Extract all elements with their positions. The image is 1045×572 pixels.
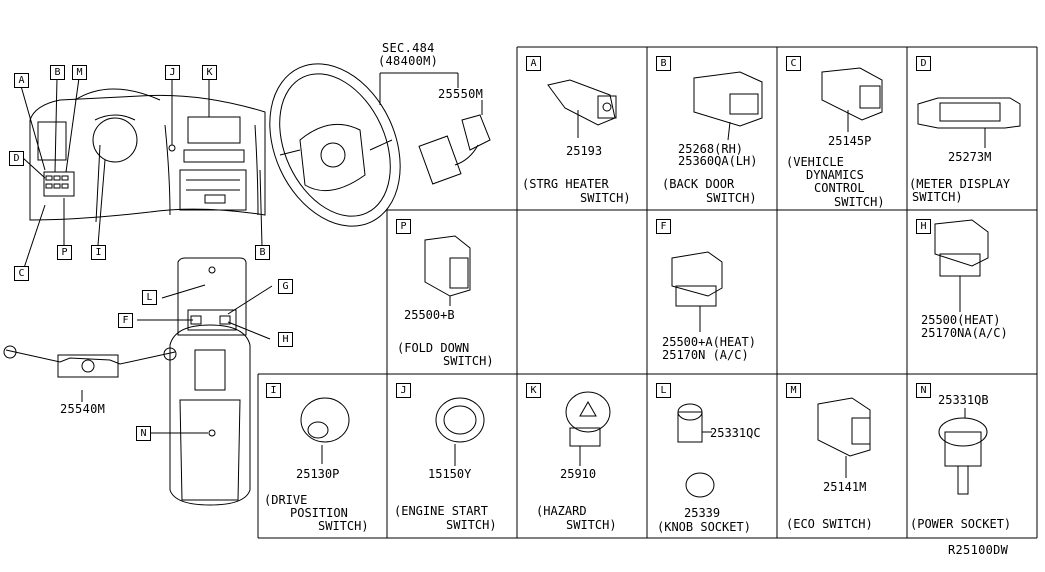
- cell-k-desc-1: (HAZARD: [536, 504, 587, 518]
- cell-j-part-number: 15150Y: [428, 467, 472, 481]
- cell-j-desc-1: (ENGINE START: [394, 504, 488, 518]
- cell-a-letter: A: [526, 56, 541, 71]
- cell-d-desc-2: SWITCH): [912, 190, 963, 204]
- cell-k-part-drawing: [565, 391, 611, 466]
- part-label-combination-switch: 25540M: [60, 402, 106, 416]
- callout-j: J: [165, 65, 180, 80]
- cell-d-part-number: 25273M: [948, 150, 992, 164]
- cell-c-desc-4: SWITCH): [834, 195, 885, 209]
- cell-p-desc-1: (FOLD DOWN: [397, 341, 470, 355]
- cell-c-desc-1: (VEHICLE: [786, 155, 844, 169]
- cell-l-desc-1: (KNOB SOCKET): [657, 520, 751, 534]
- cell-m-part-number: 25141M: [823, 480, 867, 494]
- cell-m-part-drawing: [817, 397, 871, 478]
- cell-b-part-number-rh: 25268(RH): [678, 142, 744, 156]
- callout-f: F: [118, 313, 133, 328]
- cell-f-part-drawing: [671, 251, 723, 332]
- cell-j-desc-2: SWITCH): [446, 518, 497, 532]
- diagram-code: R25100DW: [948, 543, 1009, 557]
- cell-d-part-drawing: [917, 97, 1021, 148]
- cell-j-letter: J: [396, 383, 411, 398]
- cell-n-desc-1: (POWER SOCKET): [910, 517, 1012, 531]
- cell-d-letter: D: [916, 56, 931, 71]
- part-label-steering-switch: 25550M: [438, 87, 484, 101]
- cell-c-desc-3: CONTROL: [814, 181, 865, 195]
- callout-c: C: [14, 266, 29, 281]
- cell-h-letter: H: [916, 219, 931, 234]
- cell-i-desc-1: (DRIVE: [264, 493, 308, 507]
- cell-p-letter: P: [396, 219, 411, 234]
- cell-m-letter: M: [786, 383, 801, 398]
- cell-h-part-number-heat: 25500(HEAT): [921, 313, 1001, 327]
- combination-switch-drawing: [3, 345, 177, 402]
- cell-f-letter: F: [656, 219, 671, 234]
- cell-i-desc-2: POSITION: [290, 506, 348, 520]
- section-reference: SEC.484: [382, 41, 435, 55]
- cell-k-desc-2: SWITCH): [566, 518, 617, 532]
- cell-p-part-drawing: [424, 235, 471, 306]
- cell-i-desc-3: SWITCH): [318, 519, 369, 533]
- cell-l-part-drawing: [677, 403, 715, 498]
- callout-i: I: [91, 245, 106, 260]
- cell-j-part-drawing: [435, 397, 485, 466]
- cell-i-part-number: 25130P: [296, 467, 340, 481]
- cell-n-part-number: 25331QB: [938, 393, 989, 407]
- cell-l-part-number-socket: 25331QC: [710, 426, 761, 440]
- callout-k: K: [202, 65, 217, 80]
- callout-a: A: [14, 73, 29, 88]
- dashboard-drawing: [29, 88, 266, 223]
- cell-n-letter: N: [916, 383, 931, 398]
- callout-b: B: [50, 65, 65, 80]
- cell-f-part-number-ac: 25170N (A/C): [662, 348, 749, 362]
- section-reference-code: (48400M): [378, 54, 439, 68]
- callout-l: L: [142, 290, 157, 305]
- cell-h-part-drawing: [934, 219, 989, 312]
- callout-g: G: [278, 279, 293, 294]
- cell-a-desc-2: SWITCH): [580, 191, 631, 205]
- cell-l-part-number-knob: 25339: [684, 506, 721, 520]
- cell-f-part-number-heat: 25500+A(HEAT): [662, 335, 756, 349]
- cell-p-desc-2: SWITCH): [443, 354, 494, 368]
- cell-a-part-drawing: [547, 79, 617, 138]
- callout-d: D: [9, 151, 24, 166]
- cell-k-letter: K: [526, 383, 541, 398]
- cell-n-part-drawing: [938, 408, 988, 495]
- cell-k-part-number: 25910: [560, 467, 597, 481]
- callout-n: N: [136, 426, 151, 441]
- cell-c-desc-2: DYNAMICS: [806, 168, 864, 182]
- cell-b-letter: B: [656, 56, 671, 71]
- cell-c-part-number: 25145P: [828, 134, 872, 148]
- cell-d-desc-1: (METER DISPLAY: [909, 177, 1011, 191]
- cell-h-part-number-ac: 25170NA(A/C): [921, 326, 1008, 340]
- callout-p: P: [57, 245, 72, 260]
- parts-grid-lines: [257, 46, 1038, 539]
- cell-c-letter: C: [786, 56, 801, 71]
- cell-c-part-drawing: [821, 67, 883, 132]
- callout-m: M: [72, 65, 87, 80]
- cell-m-desc-1: (ECO SWITCH): [786, 517, 873, 531]
- cell-a-part-number: 25193: [566, 144, 603, 158]
- console-drawing: [137, 257, 273, 506]
- cell-a-desc-1: (STRG HEATER: [522, 177, 609, 191]
- steering-wheel-drawing: [269, 63, 491, 227]
- cell-p-part-number: 25500+B: [404, 308, 455, 322]
- cell-i-letter: I: [266, 383, 281, 398]
- callout-b-right: B: [255, 245, 270, 260]
- dashboard-leaders: [20, 77, 263, 272]
- cell-l-letter: L: [656, 383, 671, 398]
- cell-b-desc-1: (BACK DOOR: [662, 177, 735, 191]
- callout-h: H: [278, 332, 293, 347]
- cell-b-part-number-lh: 25360QA(LH): [678, 154, 758, 168]
- cell-i-part-drawing: [300, 397, 350, 464]
- cell-b-part-drawing: [693, 71, 763, 141]
- cell-b-desc-2: SWITCH): [706, 191, 757, 205]
